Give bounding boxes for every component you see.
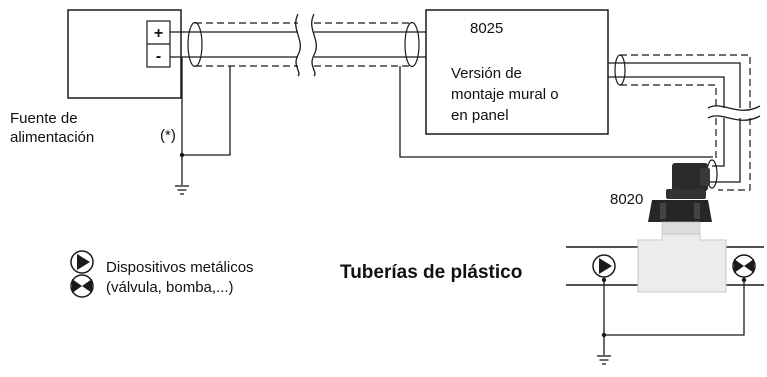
cable-conductors	[170, 31, 426, 58]
cable-break-mark	[295, 13, 317, 77]
sensor-cable-conductors	[608, 62, 741, 183]
plus-terminal-label: +	[154, 25, 163, 42]
shield-end-left	[187, 21, 203, 68]
valve-icon	[732, 254, 756, 278]
power-supply-label-line1: Fuente de	[10, 110, 78, 127]
pump-icon	[592, 254, 616, 278]
sensor-8020	[648, 163, 712, 237]
ground-wiring	[181, 57, 231, 185]
transmitter-desc-line3: en panel	[451, 107, 509, 124]
transmitter-box	[425, 9, 609, 135]
legend-valve-icon	[70, 274, 94, 298]
return-wire	[399, 66, 713, 158]
pipe-junction-right	[741, 277, 747, 283]
sensor-cable-shield	[620, 54, 751, 191]
pipe-ground-junction	[601, 332, 607, 338]
transmitter-desc-line1: Versión de	[451, 65, 522, 82]
sensor-shield-end-top	[614, 54, 626, 86]
ground-note: (*)	[160, 127, 176, 144]
pipe-earth-ground-icon	[597, 355, 611, 365]
legend-line2: (válvula, bomba,...)	[106, 279, 234, 296]
transmitter-desc-line2: montaje mural o	[451, 86, 559, 103]
sensor-model: 8020	[610, 191, 643, 208]
legend-pump-icon	[70, 250, 94, 274]
pipe-title: Tuberías de plástico	[340, 262, 522, 283]
sensor-cable-break-mark	[707, 105, 761, 121]
ground-junction	[179, 152, 185, 158]
shield-end-right	[404, 21, 420, 68]
transmitter-model: 8025	[470, 20, 503, 37]
earth-ground-icon	[175, 185, 189, 195]
cable-shield	[195, 22, 412, 67]
pipe-ground-wiring	[603, 277, 745, 355]
legend-line1: Dispositivos metálicos	[106, 259, 254, 276]
power-supply-label-line2: alimentación	[10, 129, 94, 146]
minus-terminal-label: -	[156, 48, 161, 65]
pipe-junction-left	[601, 277, 607, 283]
